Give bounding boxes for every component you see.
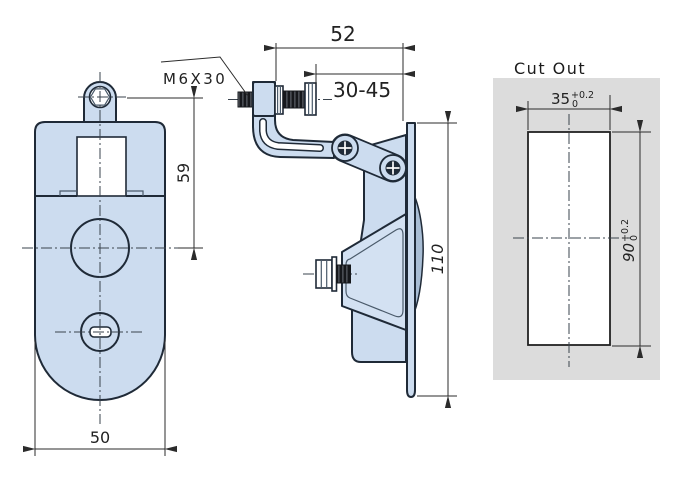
adjusting-bolt-top [237,81,317,117]
dim-90-label: 90 +0.2 0 [620,219,640,262]
dim-50-label: 50 [90,428,110,447]
svg-text:+0.2: +0.2 [571,90,594,101]
handle-notch [76,136,127,197]
padlock-hole-hex [89,88,111,106]
thread-spec-label: M6X30 [163,70,227,88]
mounting-plate [406,122,416,398]
side-view: M6X30 52 30-45 110 [160,22,457,408]
dim-35-label: 35 +0.2 0 [551,90,594,110]
cutout-view: Cut Out 35 +0.2 0 90 +0.2 0 [493,59,660,380]
pivot-rivet-1 [331,134,359,162]
dim-110-label: 110 [428,244,447,275]
svg-text:+0.2: +0.2 [620,219,631,242]
joint-step-left [59,190,77,196]
dim-52-label: 52 [330,22,355,46]
dim-59-label: 59 [174,163,193,183]
thread-spec-leader [160,56,249,97]
clamp-arm-slot [260,119,323,151]
front-view: 59 50 [22,72,203,456]
svg-text:35: 35 [551,90,570,108]
svg-text:90: 90 [620,243,638,262]
joint-step-right [126,190,144,196]
cutout-title: Cut Out [514,59,586,78]
pivot-rivet-2 [379,154,407,182]
svg-text:0: 0 [572,99,578,110]
dim-30-45-label: 30-45 [333,78,391,102]
svg-text:0: 0 [629,235,640,241]
compression-bolt-lower [303,256,360,292]
cam-box-inner-contour [345,228,404,318]
